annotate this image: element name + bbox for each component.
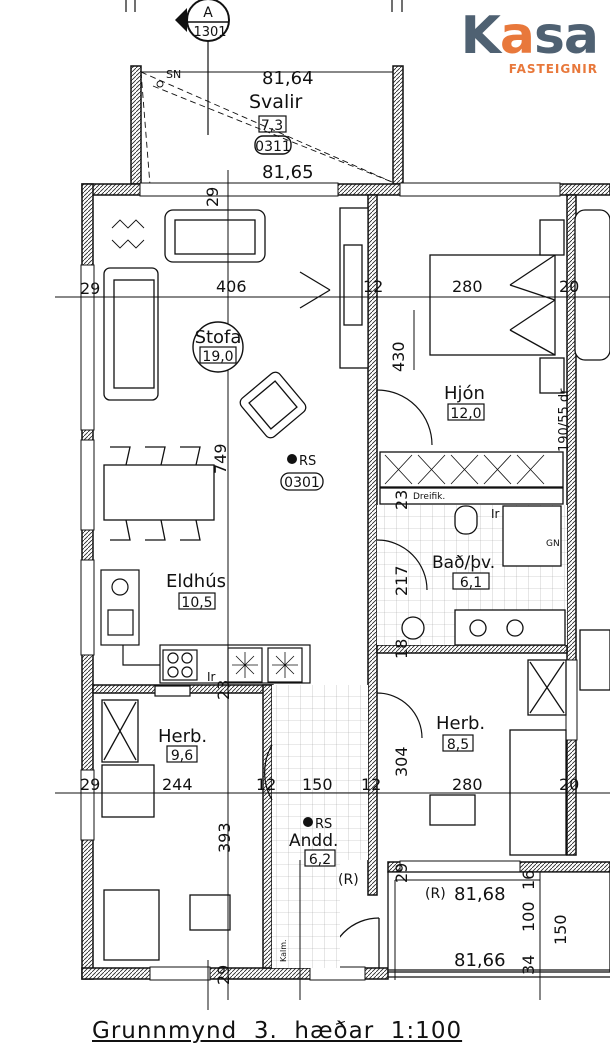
dim-29-left-2: 29 (80, 775, 100, 794)
stofa-name: Stofa (195, 327, 242, 348)
kasa-logo: Kasa FASTEIGNIR (430, 6, 599, 78)
balcony-code: 0311 (255, 139, 291, 155)
dim-18: 18 (392, 639, 411, 659)
dim-29-left: 29 (80, 279, 100, 298)
dim-16: 16 (519, 870, 538, 890)
windows (80, 182, 578, 981)
dim-150-b: 150 (551, 914, 570, 945)
andd-area: 6,2 (309, 852, 331, 868)
doors (264, 389, 433, 801)
dimension-labels: 29 29 406 12 280 20 430 749 23 217 18 23… (80, 187, 579, 985)
room-bad: Bað/þv. 6,1 (432, 553, 495, 591)
section-letter: A (203, 5, 213, 21)
ir-label-2: Ir (491, 507, 500, 521)
herb1-area: 9,6 (171, 748, 193, 764)
level-81-66: 81,66 (454, 950, 506, 971)
dim-29-top: 29 (203, 187, 222, 207)
kalm-label: Kalm. (279, 939, 288, 962)
dim-217: 217 (392, 565, 411, 596)
dim-749: 749 (211, 443, 230, 474)
logo-subtitle: FASTEIGNIR (508, 62, 598, 76)
room-herb-1: Herb. 9,6 (158, 726, 207, 764)
level-81-68: 81,68 (454, 884, 506, 905)
balcony-sn: SN (166, 68, 181, 81)
room-hjon: Hjón 12,0 (444, 383, 485, 422)
dim-244: 244 (162, 775, 193, 794)
level-r-1: (R) (338, 872, 359, 888)
herb1-name: Herb. (158, 726, 207, 747)
bad-name: Bað/þv. (432, 553, 495, 573)
furniture (101, 207, 610, 961)
bad-area: 6,1 (460, 575, 482, 591)
room-herb-2: Herb. 8,5 (436, 713, 485, 753)
rs-label-2: RS (315, 817, 332, 832)
kitchen (100, 569, 311, 697)
hjon-area: 12,0 (450, 406, 481, 422)
ir-label-1: Ir (207, 670, 216, 684)
small-labels: Ir Ir Dreifik. Kalm. GN (207, 492, 560, 962)
dreifik-label: Dreifik. (413, 492, 445, 502)
rs-label-1: RS (299, 454, 316, 469)
dim-430: 430 (389, 341, 408, 372)
dim-20-a: 20 (559, 277, 579, 296)
balcony-level-bottom: 81,65 (262, 162, 314, 183)
dim-12-a: 12 (363, 277, 383, 296)
eldhus-area: 10,5 (181, 595, 212, 611)
level-r-2: (R) (425, 886, 446, 902)
balcony-name: Svalir (249, 91, 303, 113)
balcony-level-top: 81,64 (262, 68, 314, 89)
logo-word: Kasa (460, 6, 599, 66)
dim-280-a: 280 (452, 277, 483, 296)
dim-393: 393 (215, 822, 234, 853)
gn-label: GN (546, 539, 560, 549)
rs-marker-2: RS (303, 817, 332, 832)
dim-23-b: 23 (214, 680, 233, 700)
herb2-area: 8,5 (447, 737, 469, 753)
dim-23-a: 23 (392, 490, 411, 510)
top-ticks (125, 0, 403, 12)
room-stofa: Stofa 19,0 (192, 321, 244, 373)
levels: (R) (R) 81,68 81,66 (338, 872, 506, 971)
rs-code: 0301 (284, 475, 320, 491)
dim-12-c: 12 (361, 775, 381, 794)
dim-34: 34 (519, 955, 538, 975)
plan-caption: Grunnmynd 3. hæðar 1:100 (92, 1018, 463, 1044)
hjon-name: Hjón (444, 383, 485, 404)
dim-304: 304 (392, 746, 411, 777)
dim-406: 406 (216, 277, 247, 296)
section-marker: A 1301 (175, 0, 230, 135)
eldhus-name: Eldhús (166, 571, 226, 592)
dim-150-a: 150 (302, 775, 333, 794)
dim-280-b: 280 (452, 775, 483, 794)
balcony-area: 7,3 (261, 118, 283, 134)
andd-name: Andd. (289, 831, 338, 851)
section-number: 1301 (193, 25, 226, 40)
rs-marker-1: RS 0301 (280, 454, 324, 491)
dim-29-right: 29 (392, 863, 411, 883)
balcony: SN 81,64 Svalir 7,3 0311 81,65 (130, 65, 404, 186)
stofa-area: 19,0 (202, 349, 233, 365)
room-eldhus: Eldhús 10,5 (166, 571, 226, 611)
herb2-name: Herb. (436, 713, 485, 734)
dim-29-bottom: 29 (214, 965, 233, 985)
shaft-label: 190/55 dr (557, 388, 572, 452)
room-andd: Andd. 6,2 (289, 831, 338, 868)
lower-right-block (328, 871, 610, 978)
dim-100: 100 (519, 901, 538, 932)
dim-20-b: 20 (559, 775, 579, 794)
dim-12-b: 12 (256, 775, 276, 794)
dimension-lines (55, 170, 610, 1010)
